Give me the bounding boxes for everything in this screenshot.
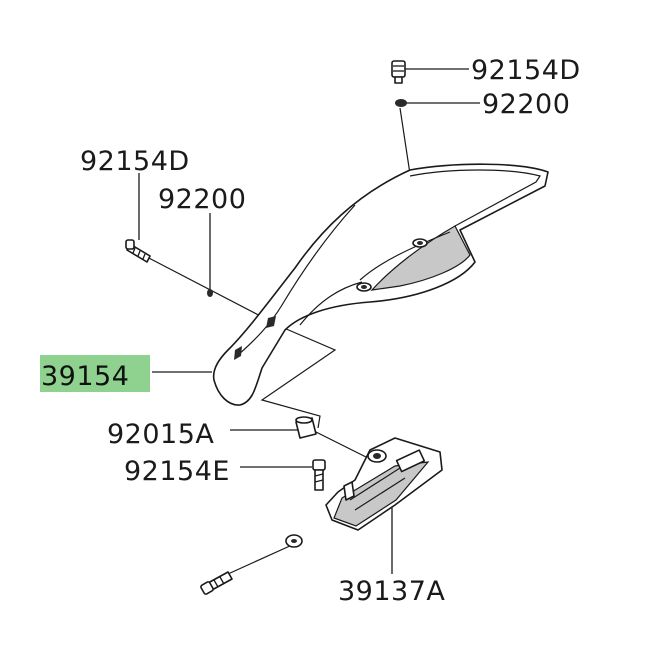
label-collar[interactable]: 92015A: [107, 419, 214, 450]
bracket-part[interactable]: [325, 437, 443, 531]
washer-left-part[interactable]: [207, 289, 213, 297]
bolt-lower-part[interactable]: [200, 534, 303, 595]
label-washer-left[interactable]: 92200: [158, 184, 246, 215]
label-screw-top[interactable]: 92154D: [471, 55, 581, 86]
cover-part[interactable]: [212, 163, 549, 406]
screw-top-part[interactable]: [391, 60, 406, 84]
screw-left-part[interactable]: [125, 239, 151, 263]
label-screw-bracket[interactable]: 92154E: [124, 456, 230, 487]
collar-part[interactable]: [295, 416, 317, 439]
label-screw-left[interactable]: 92154D: [80, 146, 190, 177]
label-washer-top[interactable]: 92200: [482, 89, 570, 120]
screw-bracket-part[interactable]: [312, 459, 326, 491]
cover-label-highlight: [40, 355, 150, 392]
washer-top-part[interactable]: [395, 99, 407, 107]
label-cover[interactable]: 39154: [41, 361, 129, 392]
label-bracket[interactable]: 39137A: [338, 576, 445, 607]
leader-lines: [138, 68, 480, 574]
